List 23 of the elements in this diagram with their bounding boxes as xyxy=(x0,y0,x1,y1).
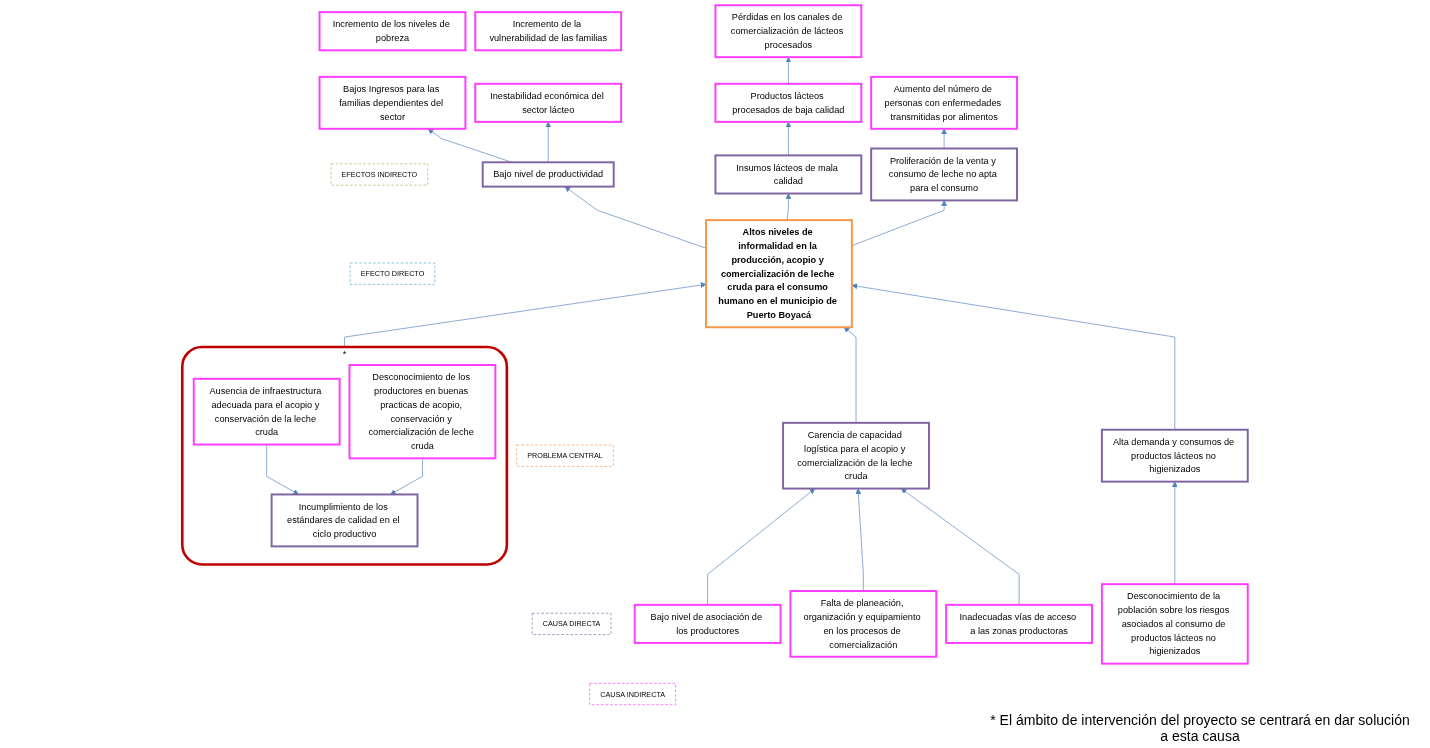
node-box: Inestabilidad económica del sector lácteo xyxy=(474,82,623,123)
node-label: * xyxy=(342,348,347,359)
node-box: Bajo nivel de productividad xyxy=(481,161,615,188)
node-box: Proliferación de la venta y consumo de leche no apta para el consumo xyxy=(870,147,1018,202)
node-box: Aumento del número de personas con enfermedades transmitidas por alimentos xyxy=(870,75,1018,130)
node-box: Productos lácteos procesados de baja calidad xyxy=(714,82,863,123)
node-box: Desconocimiento de la población sobre los riesgos asociados al consumo de productos lácteos no higienizados xyxy=(1100,583,1249,665)
node-box: Pérdidas en los canales de comercialización de lácteos procesados xyxy=(714,4,863,59)
cluster xyxy=(180,345,509,566)
node-box: Bajos Ingresos para las familias dependientes del sector xyxy=(318,75,467,130)
footnote: * El ámbito de intervención del proyecto se centrará en dar solución a esta causa xyxy=(990,712,1410,744)
node-box: Inadecuadas vías de acceso a las zonas productoras xyxy=(945,603,1093,644)
node-box: Incremento de los niveles de pobreza xyxy=(318,11,467,52)
node-box: Carencia de capacidad logística para el acopio y comercialización de la leche cruda xyxy=(782,421,930,490)
node-box: Bajo nivel de asociación de los productores xyxy=(633,603,782,644)
node-box: Desconocimiento de los productores en buenas practicas de acopio, conservación y comercialización de leche cruda xyxy=(348,364,497,460)
node-box: Incremento de la vulnerabilidad de las familias xyxy=(474,11,623,52)
node-box: Alta demanda y consumos de productos lácteos no higienizados xyxy=(1100,428,1249,483)
node-box: Insumos lácteos de mala calidad xyxy=(714,154,863,195)
node-box: Falta de planeación, organización y equipamiento en los procesos de comercialización xyxy=(789,590,938,658)
node-box: Incumplimiento de los estándares de calidad en el ciclo productivo xyxy=(270,493,419,548)
node-box: Altos niveles de informalidad en la producción, acopio y comercialización de leche cruda para el consumo humano en el municipio de Puerto Boyacá xyxy=(705,219,853,329)
node-box: Ausencia de infraestructura adecuada para el acopio y conservación de la leche cruda xyxy=(192,377,341,446)
